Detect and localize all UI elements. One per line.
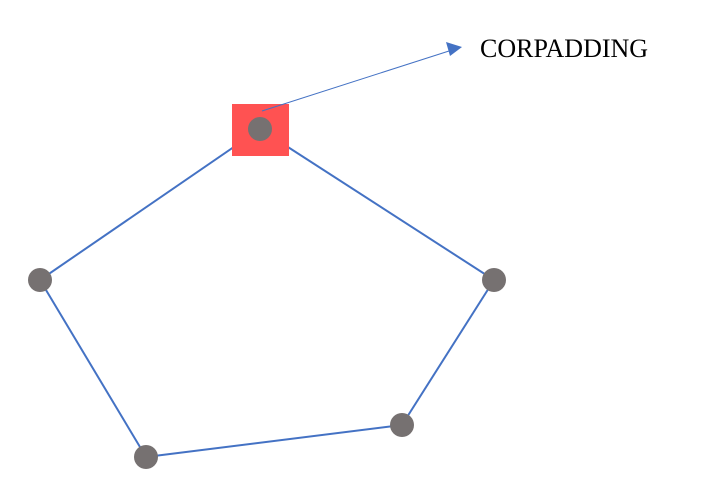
node-left: [28, 268, 52, 292]
node-top: [248, 117, 272, 141]
nodes-group: [28, 117, 506, 469]
edge-top-right: [259, 128, 495, 281]
corpadding-label: CORPADDING: [480, 34, 648, 63]
pointer-arrowhead: [446, 42, 462, 56]
edge-bottom-right-bottom-left: [145, 424, 403, 458]
node-bottom-left: [134, 445, 158, 469]
edge-left-top: [39, 128, 261, 281]
pointer-arrow-line: [261, 50, 450, 112]
edge-right-bottom-right: [401, 279, 495, 426]
edges-group: [39, 128, 495, 458]
edge-bottom-left-left: [39, 279, 147, 458]
node-right: [482, 268, 506, 292]
node-bottom-right: [390, 413, 414, 437]
